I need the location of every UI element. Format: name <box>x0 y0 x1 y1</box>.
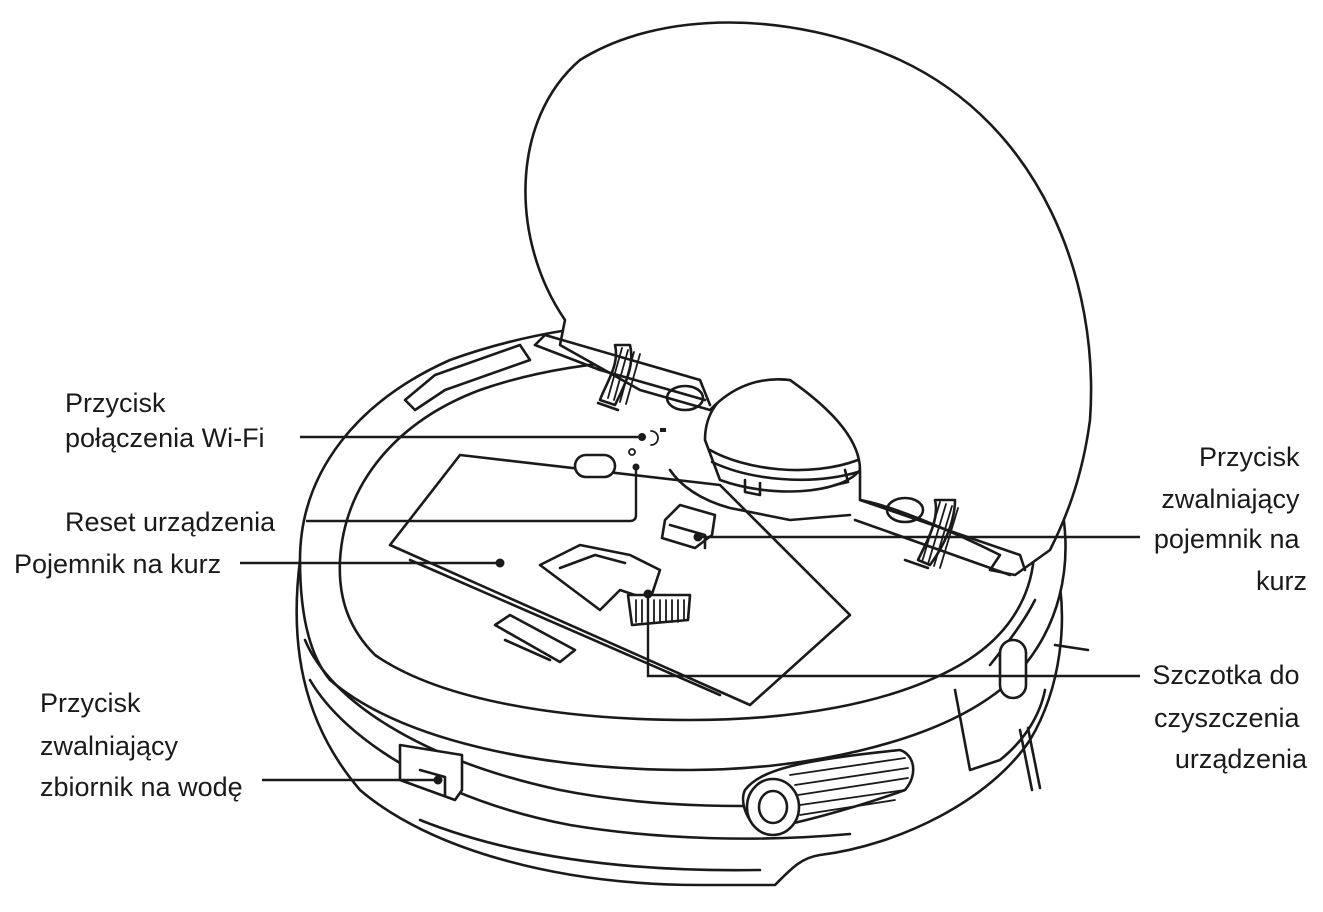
label-reset: Reset urządzenia <box>65 507 276 537</box>
label-water-tank-release: Przycisk zwalniający zbiornik na wodę <box>40 688 243 802</box>
label-dust-bin-release: Przycisk zwalniający pojemnik na kurz <box>1154 442 1307 596</box>
label-cleaning-brush: Szczotka do czyszczenia urządzenia <box>1152 660 1308 774</box>
label-dust-bin: Pojemnik na kurz <box>14 549 221 579</box>
label-wifi-button: Przycisk połączenia Wi-Fi <box>65 388 265 453</box>
leader-bin-release-dot <box>694 533 703 542</box>
leader-brush-dot <box>644 590 653 599</box>
leader-water-tank-dot <box>434 776 443 785</box>
leader-dust-bin-dot <box>496 559 505 568</box>
